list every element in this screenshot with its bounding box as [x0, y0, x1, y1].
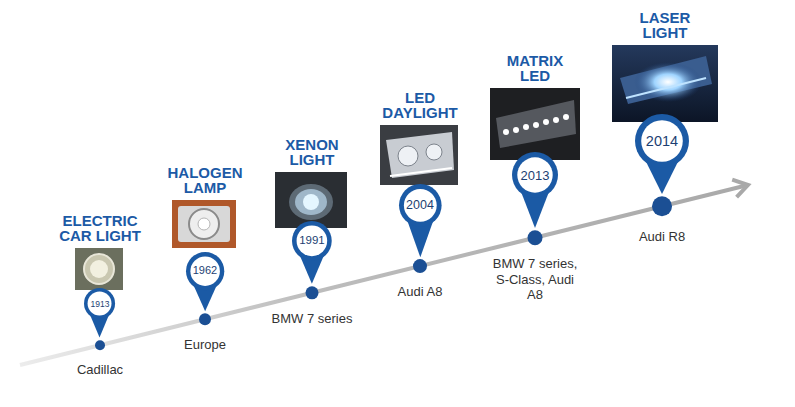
- milestone-heading: XENON LIGHT: [269, 137, 355, 169]
- pin-ring: [635, 114, 689, 168]
- photo-ground: [380, 125, 458, 185]
- headlight-photo: [275, 172, 347, 228]
- led: [553, 117, 559, 123]
- led-row: [503, 114, 569, 135]
- photo-ground: [275, 172, 347, 228]
- pin-label: 2014: [635, 114, 689, 168]
- photo-ground: [172, 200, 236, 248]
- led: [523, 124, 529, 130]
- milestone-heading: ELECTRIC CAR LIGHT: [57, 213, 143, 245]
- headlight-photo: [490, 88, 580, 160]
- pin-label: 1962: [186, 252, 224, 290]
- lamp-frame: [178, 206, 230, 242]
- year-label: 1913: [91, 300, 110, 309]
- timeline-pin: 1913: [84, 288, 115, 338]
- timeline-dot: [528, 230, 543, 245]
- year-label: 1991: [299, 235, 325, 247]
- maker-label: BMW 7 series: [272, 311, 353, 327]
- pin-face: [641, 120, 683, 162]
- led: [533, 122, 539, 128]
- timeline-dot: [199, 313, 211, 325]
- headlight-photo: [172, 200, 236, 248]
- led: [503, 129, 509, 135]
- pin-shape: [186, 252, 224, 311]
- timeline-pin: 1991: [292, 221, 332, 284]
- pin-face: [404, 189, 437, 222]
- timeline-pin: 2014: [635, 114, 689, 194]
- timeline-dot: [306, 286, 319, 299]
- pin-face: [297, 226, 328, 257]
- headlight-photo: [612, 45, 718, 122]
- lamp-bulb: [303, 194, 319, 210]
- lamp-housing: [289, 184, 333, 220]
- pin-shape: [635, 114, 689, 194]
- lamp-housing: [496, 100, 576, 148]
- pin-ring: [512, 152, 558, 198]
- timeline-dot: [413, 259, 427, 273]
- lamp-lens: [295, 189, 327, 215]
- year-label: 2013: [521, 169, 550, 182]
- milestone-heading: MATRIX LED: [492, 53, 578, 85]
- lamp-lens: [90, 260, 108, 278]
- pin-label: 1913: [84, 288, 115, 319]
- led-strip: [390, 168, 452, 176]
- timeline-pin: 2004: [399, 184, 442, 257]
- maker-label: Cadillac: [77, 362, 123, 378]
- pin-shape: [84, 288, 115, 338]
- pin-face: [88, 292, 112, 316]
- timeline-arrowhead: [732, 180, 748, 197]
- pin-ring: [186, 252, 224, 290]
- pin-label: 1991: [292, 221, 332, 261]
- pin-label: 2004: [399, 184, 442, 227]
- lamp-housing: [386, 132, 454, 178]
- pin-ring: [399, 184, 442, 227]
- lamp-lens: [189, 209, 219, 239]
- pin-face: [517, 157, 552, 192]
- lamp-lens: [426, 144, 442, 160]
- year-label: 2014: [646, 134, 678, 149]
- lamp-lens: [398, 146, 418, 166]
- photo-ground: [612, 45, 718, 122]
- headlight-photo: [75, 248, 123, 290]
- pin-ring: [84, 288, 115, 319]
- pin-label: 2013: [512, 152, 558, 198]
- milestone-heading: LED DAYLIGHT: [377, 90, 463, 122]
- lamp-bulb: [198, 218, 210, 230]
- year-label: 2004: [406, 199, 434, 212]
- pin-ring: [292, 221, 332, 261]
- photo-ground: [490, 88, 580, 160]
- pin-shape: [399, 184, 442, 257]
- photo-ground: [75, 248, 123, 290]
- timeline-dot: [95, 340, 105, 350]
- headlight-photo: [380, 125, 458, 185]
- light-strip: [626, 78, 706, 98]
- milestone-heading: HALOGEN LAMP: [162, 165, 248, 197]
- timeline-pin: 2013: [512, 152, 558, 228]
- maker-label: BMW 7 series, S-Class, Audi A8: [489, 256, 581, 303]
- year-label: 1962: [193, 265, 217, 276]
- led: [513, 127, 519, 133]
- pin-shape: [512, 152, 558, 228]
- maker-label: Europe: [184, 337, 226, 353]
- led: [563, 114, 569, 120]
- pin-face: [190, 256, 219, 285]
- maker-label: Audi R8: [639, 229, 685, 245]
- lamp-rim: [84, 254, 114, 284]
- timeline-dots: [95, 196, 672, 350]
- pin-tail: [407, 221, 433, 257]
- pin-shape: [292, 221, 332, 284]
- lamp-housing: [620, 56, 712, 104]
- maker-label: Audi A8: [398, 284, 443, 300]
- timeline-pin: 1962: [186, 252, 224, 311]
- led: [543, 119, 549, 125]
- timeline-dot: [652, 196, 672, 216]
- timeline-line: [20, 186, 746, 366]
- milestone-heading: LASER LIGHT: [622, 10, 708, 42]
